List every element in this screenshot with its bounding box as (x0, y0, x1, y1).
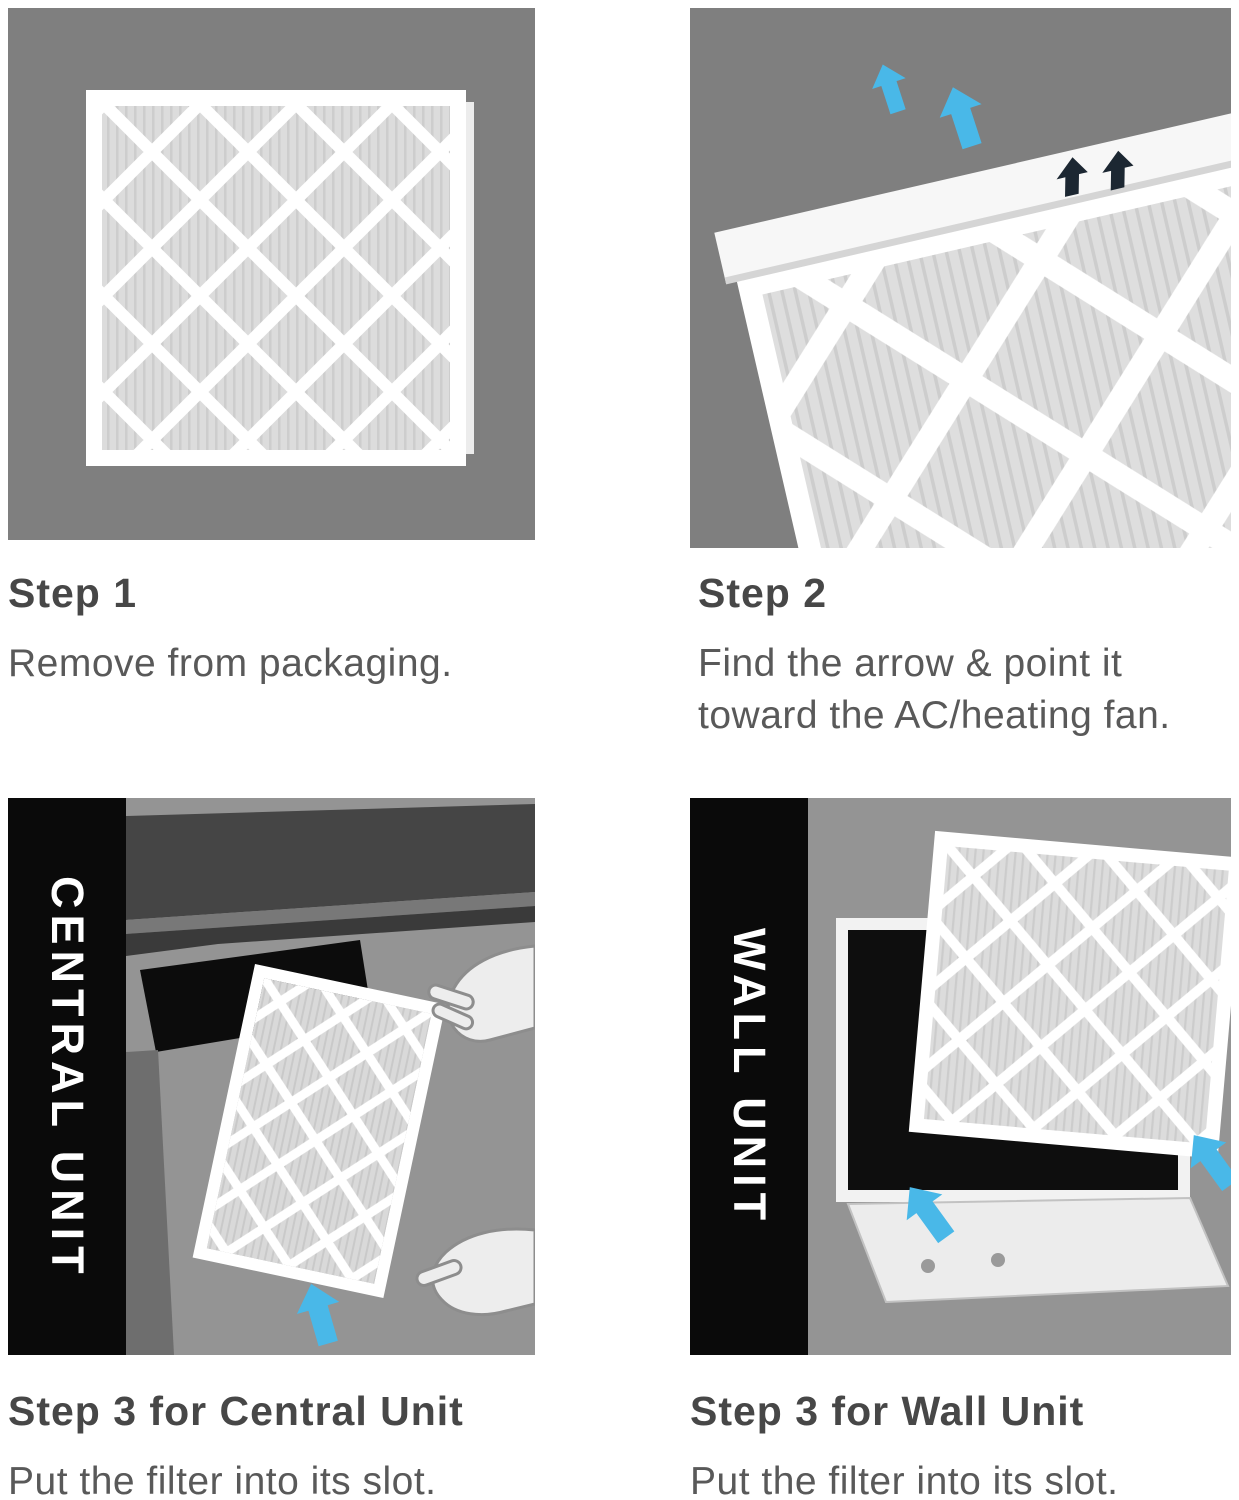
step3-wall-illustration: WALL UNIT (690, 798, 1231, 1355)
insert-arrow-icon (296, 1283, 340, 1347)
step3-central-panel: CENTRAL UNIT (8, 798, 535, 1355)
step2-panel (690, 8, 1231, 548)
central-unit-banner (8, 798, 126, 1355)
step1-description: Remove from packaging. (8, 642, 453, 685)
wall-unit-banner-label: WALL UNIT (724, 928, 775, 1226)
airflow-direction-arrows-icon (1056, 150, 1134, 197)
step3-central-illustration: CENTRAL UNIT (8, 798, 535, 1355)
step2-description: Find the arrow & point it toward the AC/… (698, 642, 1171, 738)
step2-title: Step 2 (698, 570, 828, 616)
air-filter-inserted (192, 963, 446, 1298)
step3-central-description: Put the filter into its slot. (8, 1460, 437, 1500)
furnace-cabinet (126, 804, 535, 956)
wall-unit-banner (690, 798, 808, 1355)
step1-illustration (8, 8, 535, 540)
step3-wall-title: Step 3 for Wall Unit (690, 1388, 1085, 1434)
vent-door (846, 1196, 1230, 1304)
insert-arrows-icon (906, 1135, 1231, 1244)
step1-title: Step 1 (8, 570, 138, 616)
air-filter-front (86, 90, 474, 466)
step3-wall-panel: WALL UNIT (690, 798, 1231, 1355)
step3-central-title: Step 3 for Central Unit (8, 1388, 464, 1434)
hands-icon (415, 944, 535, 1317)
step3-wall-description: Put the filter into its slot. (690, 1460, 1119, 1500)
air-filter-wall (908, 830, 1231, 1159)
air-filter-tilted (714, 50, 1231, 548)
cabinet-side (126, 1050, 174, 1355)
step1-panel (8, 8, 535, 540)
airflow-blue-arrows-icon (872, 64, 982, 150)
step2-illustration (690, 8, 1231, 548)
central-unit-banner-label: CENTRAL UNIT (42, 876, 93, 1280)
